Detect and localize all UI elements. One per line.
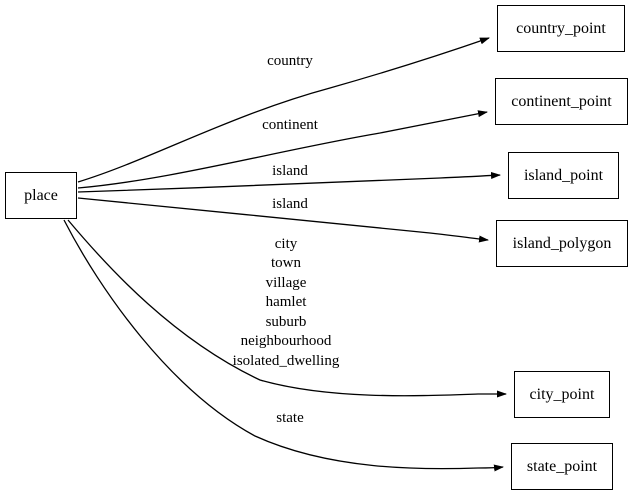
edge-place-to-state_point xyxy=(63,219,504,472)
node-label: island_point xyxy=(523,166,604,184)
node-place[interactable]: place xyxy=(5,172,77,219)
node-continent_point[interactable]: continent_point xyxy=(495,78,628,125)
node-label: country_point xyxy=(516,19,606,37)
node-country_point[interactable]: country_point xyxy=(497,5,625,52)
node-island_polygon[interactable]: island_polygon xyxy=(496,220,628,267)
edge-place-to-continent_point xyxy=(77,110,488,189)
edge-place-to-country_point xyxy=(77,37,490,183)
edge-label-state-point: state xyxy=(276,410,304,427)
node-state_point[interactable]: state_point xyxy=(511,443,613,490)
edge-label-country: country xyxy=(267,53,313,70)
node-city_point[interactable]: city_point xyxy=(514,371,610,418)
node-label: continent_point xyxy=(511,92,612,110)
node-label: city_point xyxy=(529,385,595,403)
edge-label-island-polygon: island xyxy=(272,196,308,213)
edge-label-continent: continent xyxy=(262,117,318,134)
edge-place-to-city_point xyxy=(67,219,507,398)
edge-label-island-point: island xyxy=(272,163,308,180)
node-label: island_polygon xyxy=(512,234,612,252)
edges-group xyxy=(63,37,507,472)
node-label: state_point xyxy=(526,457,598,475)
node-island_point[interactable]: island_point xyxy=(508,152,619,199)
edge-place-to-island_polygon xyxy=(77,197,489,243)
node-label: place xyxy=(24,186,58,204)
edge-place-to-island_point xyxy=(77,172,501,193)
edge-label-city-point: city town village hamlet suburb neighbou… xyxy=(232,235,340,369)
